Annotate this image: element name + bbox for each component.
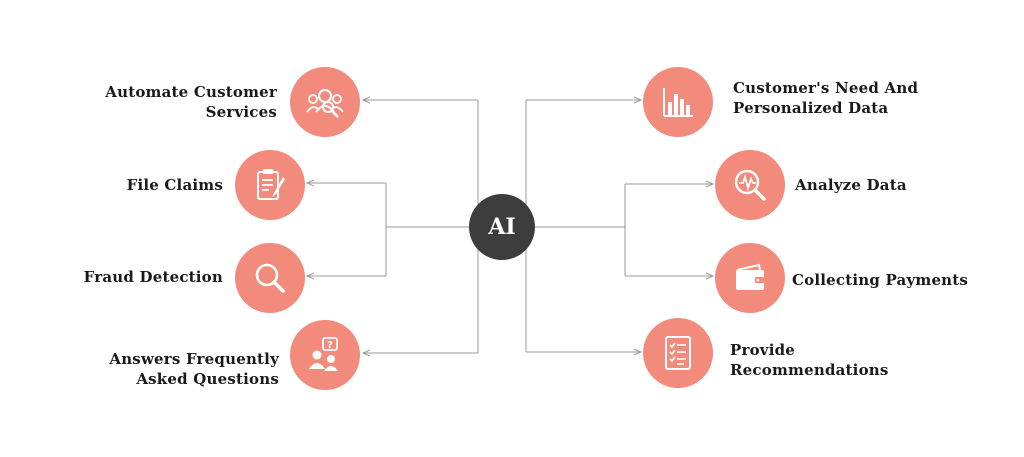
bar-chart-icon [663,88,693,117]
provide-recommendations-node [643,318,713,388]
svg-text:?: ? [327,340,333,351]
clipboard-pencil-icon [257,169,285,200]
customer-need-node [643,67,713,137]
connector-right-inner [535,184,626,276]
automate-customer-services-label: Automate Customer Services [105,83,277,121]
connector-left-inner [385,183,469,276]
analyze-data-label: Analyze Data [795,176,907,194]
answers-faq-label: Answers Frequently Asked Questions [109,350,279,388]
file-claims-node [235,150,305,220]
fraud-detection-label: Fraud Detection [83,268,223,286]
faq-people-icon: ? [309,337,338,371]
ai-hub: AI [469,194,535,260]
analyze-data-node [715,150,785,220]
fraud-detection-node [235,243,305,313]
collecting-payments-label: Collecting Payments [792,271,969,289]
automate-customer-services-node [290,67,360,137]
customer-service-icon [306,89,344,118]
data-analysis-magnifier-icon [734,169,766,201]
ai-hub-label: AI [488,214,516,240]
customer-need-label: Customer's Need And Personalized Data [733,79,919,117]
checklist-icon [665,336,691,370]
wallet-icon [736,263,764,290]
file-claims-label: File Claims [126,176,223,194]
magnifier-icon [255,263,285,293]
collecting-payments-node [715,243,785,313]
answers-faq-node: ? [290,320,360,390]
provide-recommendations-label: Provide Recommendations [730,341,889,379]
